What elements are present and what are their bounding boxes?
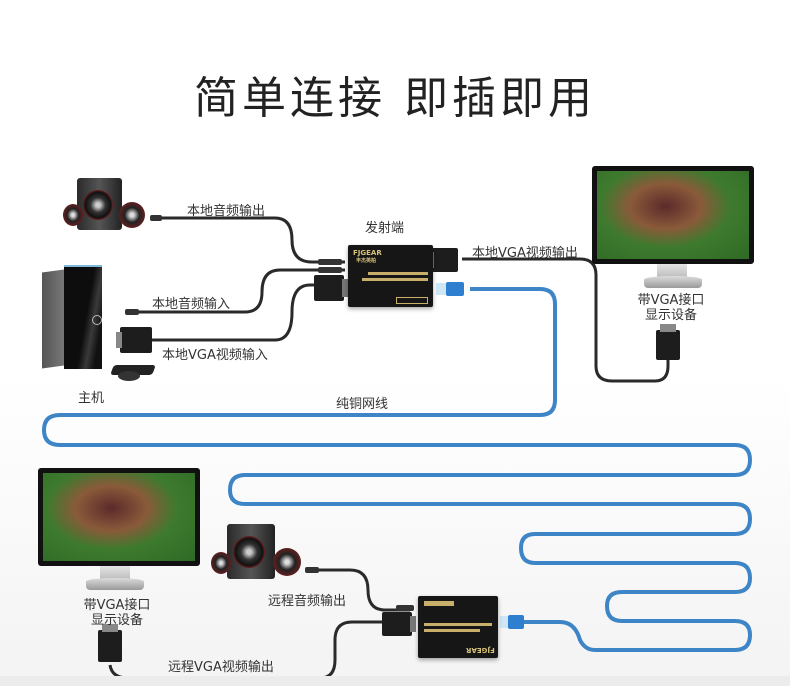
satellite-left bbox=[211, 552, 231, 574]
keyboard-mouse bbox=[110, 363, 157, 381]
vga-plug-transmitter-in bbox=[314, 275, 348, 301]
remote-display-label-line1: 带VGA接口 bbox=[83, 598, 151, 613]
transmitter-device: FJGEAR 丰杰英柏 bbox=[348, 245, 433, 307]
vga-plug-host bbox=[116, 327, 152, 353]
local-audio-out-label: 本地音频输出 bbox=[187, 204, 266, 219]
mouse bbox=[118, 371, 140, 381]
hp-logo-icon bbox=[92, 315, 102, 325]
speaker-set-local bbox=[55, 178, 150, 238]
remote-display-stand bbox=[100, 566, 130, 580]
local-display-base bbox=[644, 276, 702, 288]
local-vga-out-label: 本地VGA视频输出 bbox=[472, 246, 578, 261]
satellite-left bbox=[63, 204, 83, 226]
vga-plug-receiver bbox=[382, 612, 416, 636]
vga-plug-local-display bbox=[656, 324, 680, 360]
remote-display-label-line2: 显示设备 bbox=[90, 613, 143, 628]
transmitter-brand-cn: 丰杰英柏 bbox=[356, 258, 377, 264]
woofer-cone bbox=[233, 536, 265, 568]
satellite-right bbox=[273, 548, 301, 576]
local-display-stand bbox=[657, 264, 687, 278]
receiver-spec-line bbox=[424, 623, 492, 626]
remote-display-label: 带VGA接口 显示设备 bbox=[72, 598, 162, 628]
receiver-badge bbox=[424, 601, 454, 606]
local-display-screen bbox=[592, 166, 754, 264]
transmitter-spec-line bbox=[362, 278, 428, 281]
page-title: 简单连接 即插即用 bbox=[194, 73, 596, 124]
local-display bbox=[592, 166, 754, 294]
local-vga-out-cable bbox=[462, 257, 670, 383]
receiver-brand: FJGEAR bbox=[466, 646, 495, 654]
pc-side bbox=[42, 269, 64, 369]
transmitter-label: 发射端 bbox=[365, 221, 405, 236]
local-vga-in-label: 本地VGA视频输入 bbox=[162, 348, 268, 363]
remote-vga-out-label: 远程VGA视频输出 bbox=[168, 660, 274, 675]
pc-front bbox=[64, 265, 102, 369]
transmitter-spec-line bbox=[368, 272, 428, 275]
transmitter-badge bbox=[396, 297, 428, 304]
receiver-device: FJGEAR bbox=[418, 596, 498, 658]
transmitter-brand: FJGEAR bbox=[353, 249, 382, 257]
network-cable-label: 纯铜网线 bbox=[336, 397, 389, 412]
rj45-plug-receiver bbox=[500, 615, 524, 629]
local-display-label: 带VGA接口 显示设备 bbox=[626, 293, 716, 323]
remote-display-base bbox=[86, 578, 144, 590]
remote-display bbox=[38, 468, 200, 596]
local-display-label-line2: 显示设备 bbox=[644, 308, 697, 323]
local-audio-out-cable bbox=[160, 216, 345, 264]
speaker-set-remote bbox=[205, 524, 305, 584]
rj45-plug-transmitter bbox=[436, 282, 464, 296]
remote-vga-out-cable bbox=[108, 620, 385, 680]
local-display-label-line1: 带VGA接口 bbox=[637, 293, 705, 308]
remote-audio-out-label: 远程音频输出 bbox=[268, 594, 347, 609]
vga-plug-remote-display bbox=[98, 624, 122, 662]
woofer-cone bbox=[83, 190, 113, 220]
local-audio-in-label: 本地音频输入 bbox=[152, 297, 231, 312]
satellite-right bbox=[119, 202, 145, 228]
audio-jacks bbox=[125, 215, 414, 611]
host-label: 主机 bbox=[78, 391, 105, 406]
footer-band bbox=[0, 676, 790, 686]
local-vga-in-cable bbox=[150, 283, 320, 342]
host-pc bbox=[42, 263, 104, 370]
local-audio-in-cable bbox=[135, 268, 345, 314]
remote-display-screen bbox=[38, 468, 200, 566]
receiver-spec-line bbox=[424, 629, 480, 632]
network-cable bbox=[41, 287, 753, 652]
remote-audio-out-cable bbox=[315, 568, 410, 612]
